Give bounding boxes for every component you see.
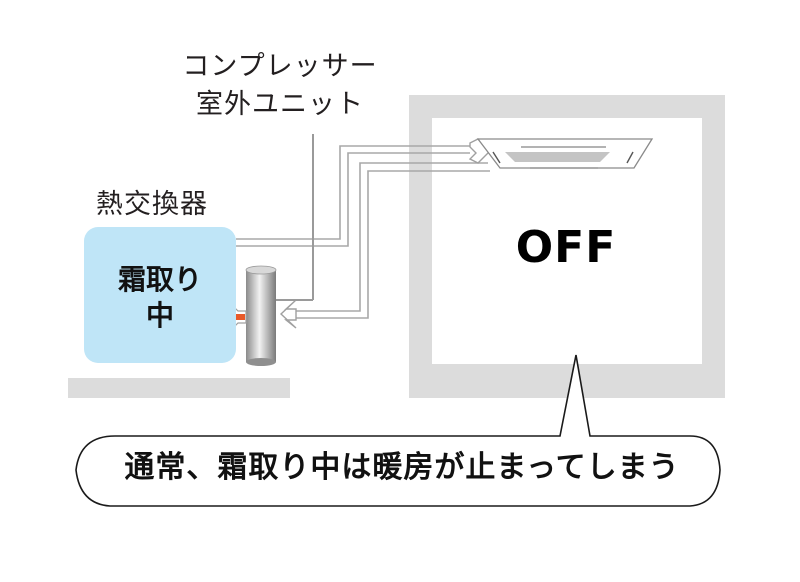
ground-slab: [68, 378, 290, 398]
heat-exchanger-box: [84, 227, 236, 363]
refrigerant-pipes: [236, 145, 490, 319]
compressor-cylinder-icon: [245, 265, 277, 366]
ceiling-cassette-ac-icon: [476, 138, 654, 169]
defrost-status-line2: 中: [145, 299, 174, 332]
compressor-label-line1: コンプレッサー: [182, 51, 378, 82]
compressor-label-line2: 室外ユニット: [196, 89, 364, 120]
flow-arrow-to-compressor-icon: [279, 299, 297, 329]
defrost-status: 霜取り 中: [84, 262, 236, 334]
compressor-label: コンプレッサー 室外ユニット: [0, 48, 560, 124]
heat-exchanger-label: 熱交換器: [96, 189, 208, 220]
defrost-status-line1: 霜取り: [117, 263, 202, 296]
callout-text: 通常、霜取り中は暖房が止まってしまう: [124, 450, 680, 485]
callout-bubble: [75, 354, 721, 507]
room-walls: [409, 95, 725, 398]
indoor-status-off: OFF: [515, 222, 617, 273]
